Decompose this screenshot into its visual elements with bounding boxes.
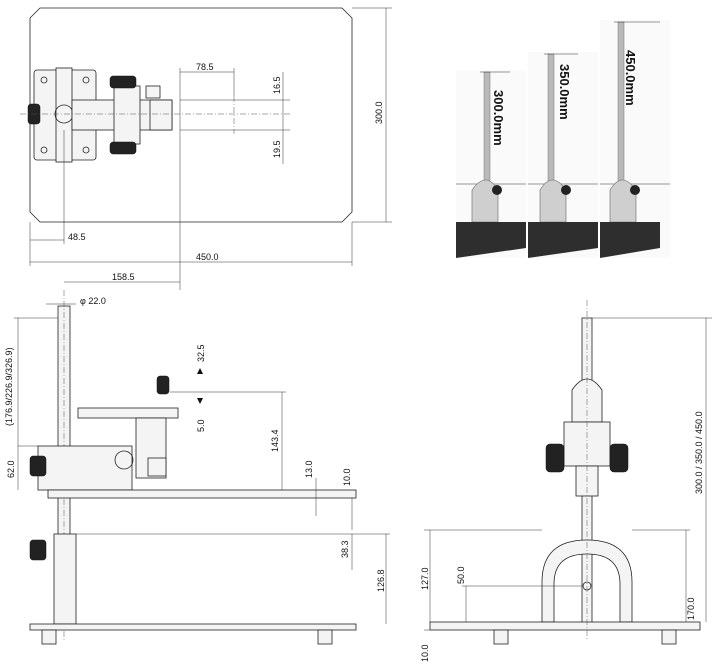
dim-arc-center: 50.0 <box>456 566 466 584</box>
dim-plate-depth: 300.0 <box>374 101 384 124</box>
dim-base-height-side: 126.8 <box>376 569 386 592</box>
dim-pillar-options: 300.0 / 350.0 / 450.0 <box>694 411 704 494</box>
dim-heights: (176.9/226.9/326.9) <box>4 347 14 426</box>
photo-label-300: 300.0mm <box>491 90 506 146</box>
base-plate-side <box>29 623 357 631</box>
base-plate-outline <box>29 7 353 223</box>
dim-plate-thk: 10.0 <box>420 644 430 662</box>
front-view: 300.0 / 350.0 / 450.0 127.0 50.0 170.0 1… <box>420 300 712 662</box>
photo-label-350: 350.0mm <box>557 64 572 120</box>
stage-plate <box>77 407 179 419</box>
dim-stage-y1: 16.5 <box>272 76 282 94</box>
photo-450: 450.0mm <box>600 20 670 258</box>
dim-pillar-dia: φ 22.0 <box>80 296 106 306</box>
photo-350: 350.0mm <box>528 52 598 258</box>
focus-knob-bottom <box>109 141 137 155</box>
holder-block-side <box>37 445 133 491</box>
dim-arm-thk2: 10.0 <box>342 468 352 486</box>
dim-plate-width: 450.0 <box>196 252 219 262</box>
arm-side <box>47 489 357 499</box>
dim-arc-height: 170.0 <box>686 597 696 620</box>
height-variant-photos: 300.0mm 350.0mm 450.0mm <box>456 20 670 258</box>
dim-base-height-front: 127.0 <box>420 567 430 590</box>
focus-knob-top <box>109 75 137 89</box>
top-view: 78.5 16.5 19.5 300.0 48.5 450.0 <box>20 7 392 290</box>
side-view: 158.5 φ 22.0 (176.9/226.9/326.9) 62.0 32… <box>4 272 390 645</box>
photo-300: 300.0mm <box>456 70 526 258</box>
dim-stage-offset: 78.5 <box>196 62 214 72</box>
dim-holder: 62.0 <box>6 460 16 478</box>
dim-stage-height: 143.4 <box>270 429 280 452</box>
dim-up: 32.5 <box>196 344 206 362</box>
dim-down: 5.0 <box>196 419 206 432</box>
photo-label-450: 450.0mm <box>623 50 638 106</box>
dim-stage-y2: 19.5 <box>272 140 282 158</box>
dim-arm-reach: 158.5 <box>112 272 135 282</box>
dim-lower: 38.3 <box>340 540 350 558</box>
base-plate-front <box>429 621 701 631</box>
dim-pillar-offset: 48.5 <box>68 232 86 242</box>
dim-arm-thk: 13.0 <box>304 460 314 478</box>
